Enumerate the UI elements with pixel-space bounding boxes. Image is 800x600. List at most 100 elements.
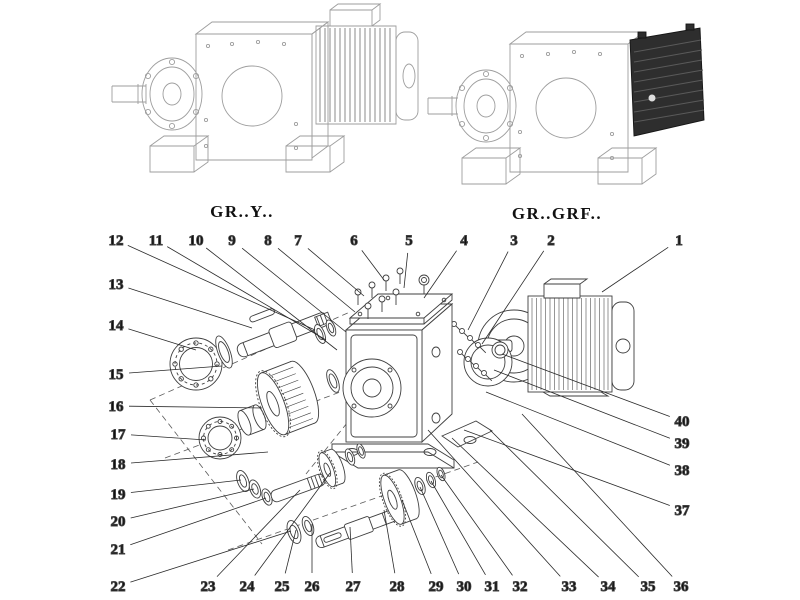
input-shaft <box>236 311 332 358</box>
callout-number-31: 31 <box>485 579 500 595</box>
callout-number-3: 3 <box>510 233 518 249</box>
callout-number-29: 29 <box>429 579 444 595</box>
cover-plate <box>348 293 454 325</box>
pinion-shaft <box>270 473 326 503</box>
callout-number-23: 23 <box>201 579 216 595</box>
callout-number-9: 9 <box>228 233 236 249</box>
callout-number-11: 11 <box>149 233 163 249</box>
callout-leader-40 <box>501 353 670 417</box>
callout-leader-18 <box>130 451 269 464</box>
motor-outline <box>315 3 419 125</box>
callout-number-1: 1 <box>675 233 683 249</box>
callout-leader-6 <box>361 250 385 281</box>
washer-26 <box>301 515 315 537</box>
callout-leader-21 <box>130 497 267 546</box>
callout-leader-4 <box>423 250 457 299</box>
callout-leader-27 <box>349 526 353 574</box>
output-flange <box>141 57 203 131</box>
callout-number-30: 30 <box>457 579 472 595</box>
ball-bearing-large <box>169 337 223 391</box>
spacer-bush <box>237 404 267 436</box>
callout-leader-1 <box>601 246 669 293</box>
washer-ring <box>326 369 340 393</box>
model-label-gr-y: GR..Y.. <box>210 202 274 221</box>
callout-leader-28 <box>383 509 396 574</box>
overview-gearmotor-gr-y <box>111 3 419 173</box>
gear-large <box>378 469 420 527</box>
callout-number-12: 12 <box>109 233 124 249</box>
callout-leader-37 <box>463 429 670 506</box>
callout-leader-38 <box>485 391 671 466</box>
foot-left <box>461 147 658 185</box>
callout-number-16: 16 <box>109 399 125 415</box>
input-shaft-assembly <box>169 308 337 391</box>
callout-number-10: 10 <box>189 233 204 249</box>
adapter-flange-parts <box>451 321 513 387</box>
gear-housing-outline <box>508 31 646 173</box>
callout-leader-15 <box>128 365 223 374</box>
callout-number-37: 37 <box>675 503 691 519</box>
foot-left <box>149 135 346 173</box>
callout-number-24: 24 <box>240 579 256 595</box>
shaft-key <box>249 308 275 323</box>
output-gear-train <box>236 443 446 549</box>
callout-leader-2 <box>481 250 545 345</box>
callout-leader-31 <box>430 480 486 576</box>
washer-20 <box>248 479 262 499</box>
callout-leader-17 <box>130 434 207 441</box>
callout-leader-11 <box>166 246 327 341</box>
motor <box>527 278 635 397</box>
callout-leader-5 <box>403 252 409 289</box>
callout-number-13: 13 <box>109 277 124 293</box>
callout-number-14: 14 <box>109 318 125 334</box>
callout-number-5: 5 <box>405 233 413 249</box>
callout-number-36: 36 <box>674 579 690 595</box>
gear-small <box>317 448 346 490</box>
callout-number-32: 32 <box>513 579 528 595</box>
callout-leader-9 <box>241 247 347 333</box>
flange-bolts-row1 <box>451 321 487 354</box>
exploded-view: 1211109876543211314151617181920212223242… <box>108 233 691 596</box>
callout-leader-12 <box>127 245 316 331</box>
flange-bolts-row2 <box>457 349 493 382</box>
overview-gearmotor-gr-grf <box>427 23 705 185</box>
callout-number-38: 38 <box>675 463 690 479</box>
callout-leader-16 <box>128 405 263 409</box>
callout-leader-22 <box>130 530 292 583</box>
eye-bolt <box>418 274 430 294</box>
callout-leader-39 <box>493 369 671 439</box>
callout-leader-8 <box>277 247 356 313</box>
gear-housing <box>331 303 493 469</box>
washer-19 <box>236 470 250 492</box>
callout-number-28: 28 <box>390 579 405 595</box>
callout-number-2: 2 <box>547 233 555 249</box>
callout-leader-20 <box>130 488 255 519</box>
input-cover-dark <box>629 23 705 137</box>
callout-number-19: 19 <box>111 487 126 503</box>
callout-leader-25 <box>284 529 297 574</box>
output-shaft <box>427 96 458 116</box>
callout-number-34: 34 <box>601 579 617 595</box>
callout-number-21: 21 <box>111 542 126 558</box>
ring-d <box>356 443 366 459</box>
callout-number-15: 15 <box>109 367 124 383</box>
callout-leader-7 <box>307 248 365 297</box>
callout-leader-3 <box>467 251 509 331</box>
callout-number-17: 17 <box>111 427 127 443</box>
callout-leader-34 <box>451 437 599 578</box>
callout-number-26: 26 <box>305 579 321 595</box>
callout-leader-29 <box>401 499 432 575</box>
output-flange <box>455 69 517 143</box>
callout-leader-14 <box>128 328 197 351</box>
callout-leader-30 <box>419 486 460 575</box>
callout-leader-23 <box>216 489 301 577</box>
washer-32 <box>436 466 446 482</box>
model-label-gr-grf: GR..GRF.. <box>511 204 603 223</box>
shaft-seal <box>215 335 233 369</box>
retaining-ring-b <box>325 319 337 337</box>
output-shaft-long <box>315 509 397 549</box>
callout-leader-32 <box>440 474 513 576</box>
callout-number-7: 7 <box>294 233 302 249</box>
callout-number-6: 6 <box>350 233 358 249</box>
